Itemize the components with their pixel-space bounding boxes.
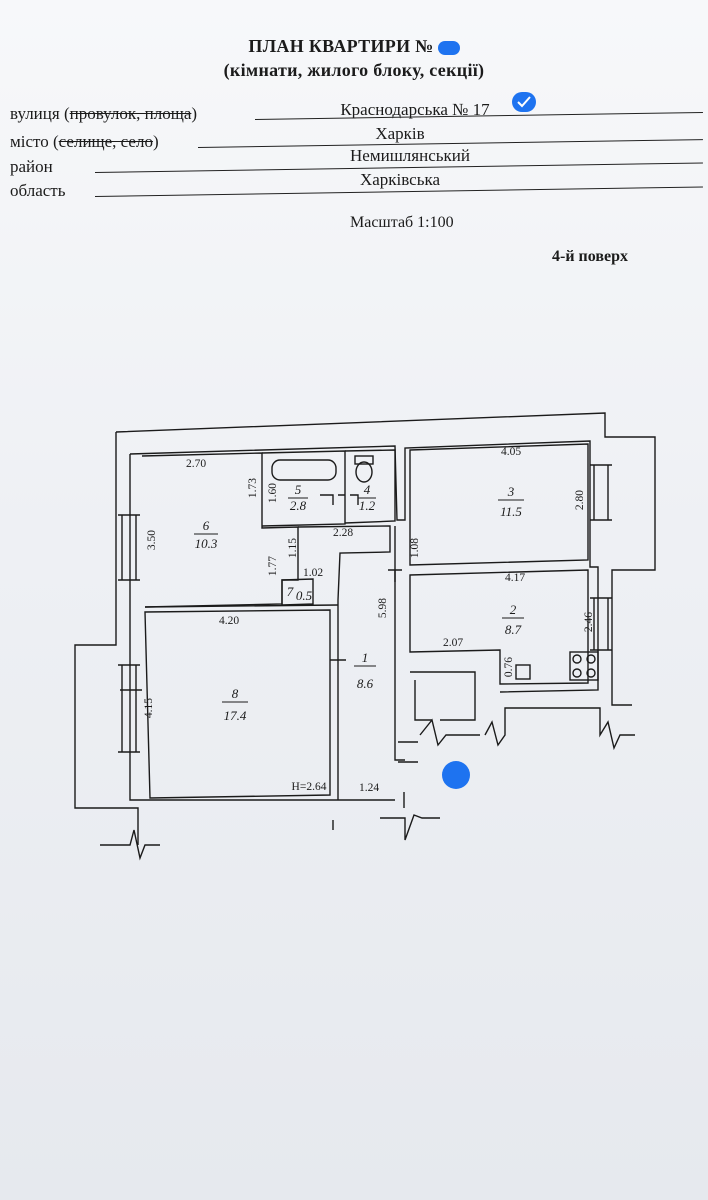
- dim-4-15: 4.15: [143, 698, 155, 718]
- dim-2-28: 2.28: [333, 527, 353, 539]
- city-label-plain: місто (: [10, 132, 59, 151]
- room-7-area: 0.5: [296, 588, 313, 603]
- dim-4-17: 4.17: [505, 572, 525, 584]
- street-label-end: ): [191, 104, 198, 123]
- redaction-mark: [437, 40, 460, 55]
- region-label: область: [10, 181, 66, 200]
- dim-1-02: 1.02: [303, 567, 323, 579]
- plan-title: ПЛАН КВАРТИРИ №: [0, 36, 708, 57]
- dim-1-60: 1.60: [267, 483, 279, 503]
- dim-1-73: 1.73: [247, 478, 259, 498]
- room-8-number: 8: [232, 686, 239, 701]
- room-6-area: 10.3: [195, 536, 218, 551]
- room-4-number: 4: [364, 482, 371, 497]
- street-value: Краснодарська № 17: [340, 100, 490, 119]
- room-1-area: 8.6: [357, 676, 374, 691]
- dim-4-20: 4.20: [219, 615, 239, 627]
- room-3-number: 3: [507, 484, 515, 499]
- ceiling-height: H=2.64: [292, 781, 327, 793]
- city-label-struck: селище, село: [58, 132, 153, 151]
- street-label-plain: вулиця (: [10, 104, 70, 123]
- dim-1-08: 1.08: [409, 538, 421, 558]
- floor-label: 4-й поверх: [552, 248, 629, 265]
- redaction-check-mark: [512, 92, 536, 112]
- street-label: вулиця (провулок, площа): [10, 104, 197, 124]
- district-label: район: [10, 157, 53, 176]
- dim-2-80: 2.80: [574, 490, 586, 510]
- dim-2-46: 2.46: [583, 612, 595, 632]
- room-4-area: 1.2: [359, 498, 376, 513]
- city-label: місто (селище, село): [10, 132, 159, 152]
- street-label-struck: провулок, площа: [69, 104, 192, 123]
- plan-title-text: ПЛАН КВАРТИРИ №: [248, 36, 434, 56]
- dim-0-76: 0.76: [503, 657, 515, 677]
- dim-1-24: 1.24: [359, 782, 379, 794]
- district-value: Немишлянський: [350, 146, 470, 165]
- room-labels: 6 10.3 5 2.8 4 1.2 3 11.5 2 8.7 1 8.6 7 …: [194, 482, 524, 723]
- dim-2-07: 2.07: [443, 637, 463, 649]
- scale-label: Масштаб 1:100: [350, 214, 454, 231]
- dim-3-50: 3.50: [146, 530, 158, 550]
- dim-4-05: 4.05: [501, 446, 521, 458]
- room-8-area: 17.4: [224, 708, 247, 723]
- dim-5-98: 5.98: [377, 598, 389, 618]
- region-value: Харківська: [359, 170, 441, 189]
- room-3-area: 11.5: [500, 504, 522, 519]
- plan-subtitle: (кімнати, жилого блоку, секції): [223, 60, 485, 80]
- city-label-end: ): [152, 132, 159, 151]
- dim-2-70: 2.70: [186, 458, 206, 470]
- room-1-number: 1: [362, 650, 369, 665]
- dim-1-15: 1.15: [287, 538, 299, 558]
- walls: [74, 412, 656, 861]
- dim-1-77: 1.77: [267, 556, 279, 576]
- room-5-area: 2.8: [290, 498, 307, 513]
- room-7-number: 7: [287, 584, 294, 599]
- city-value: Харків: [375, 124, 425, 143]
- room-2-area: 8.7: [505, 622, 522, 637]
- room-6-number: 6: [203, 518, 210, 533]
- dimension-labels: 2.70 1.73 1.60 3.50 1.77 1.15 2.28 1.02 …: [143, 446, 595, 794]
- redaction-blob: [442, 761, 470, 789]
- room-2-number: 2: [510, 602, 517, 617]
- room-5-number: 5: [295, 482, 302, 497]
